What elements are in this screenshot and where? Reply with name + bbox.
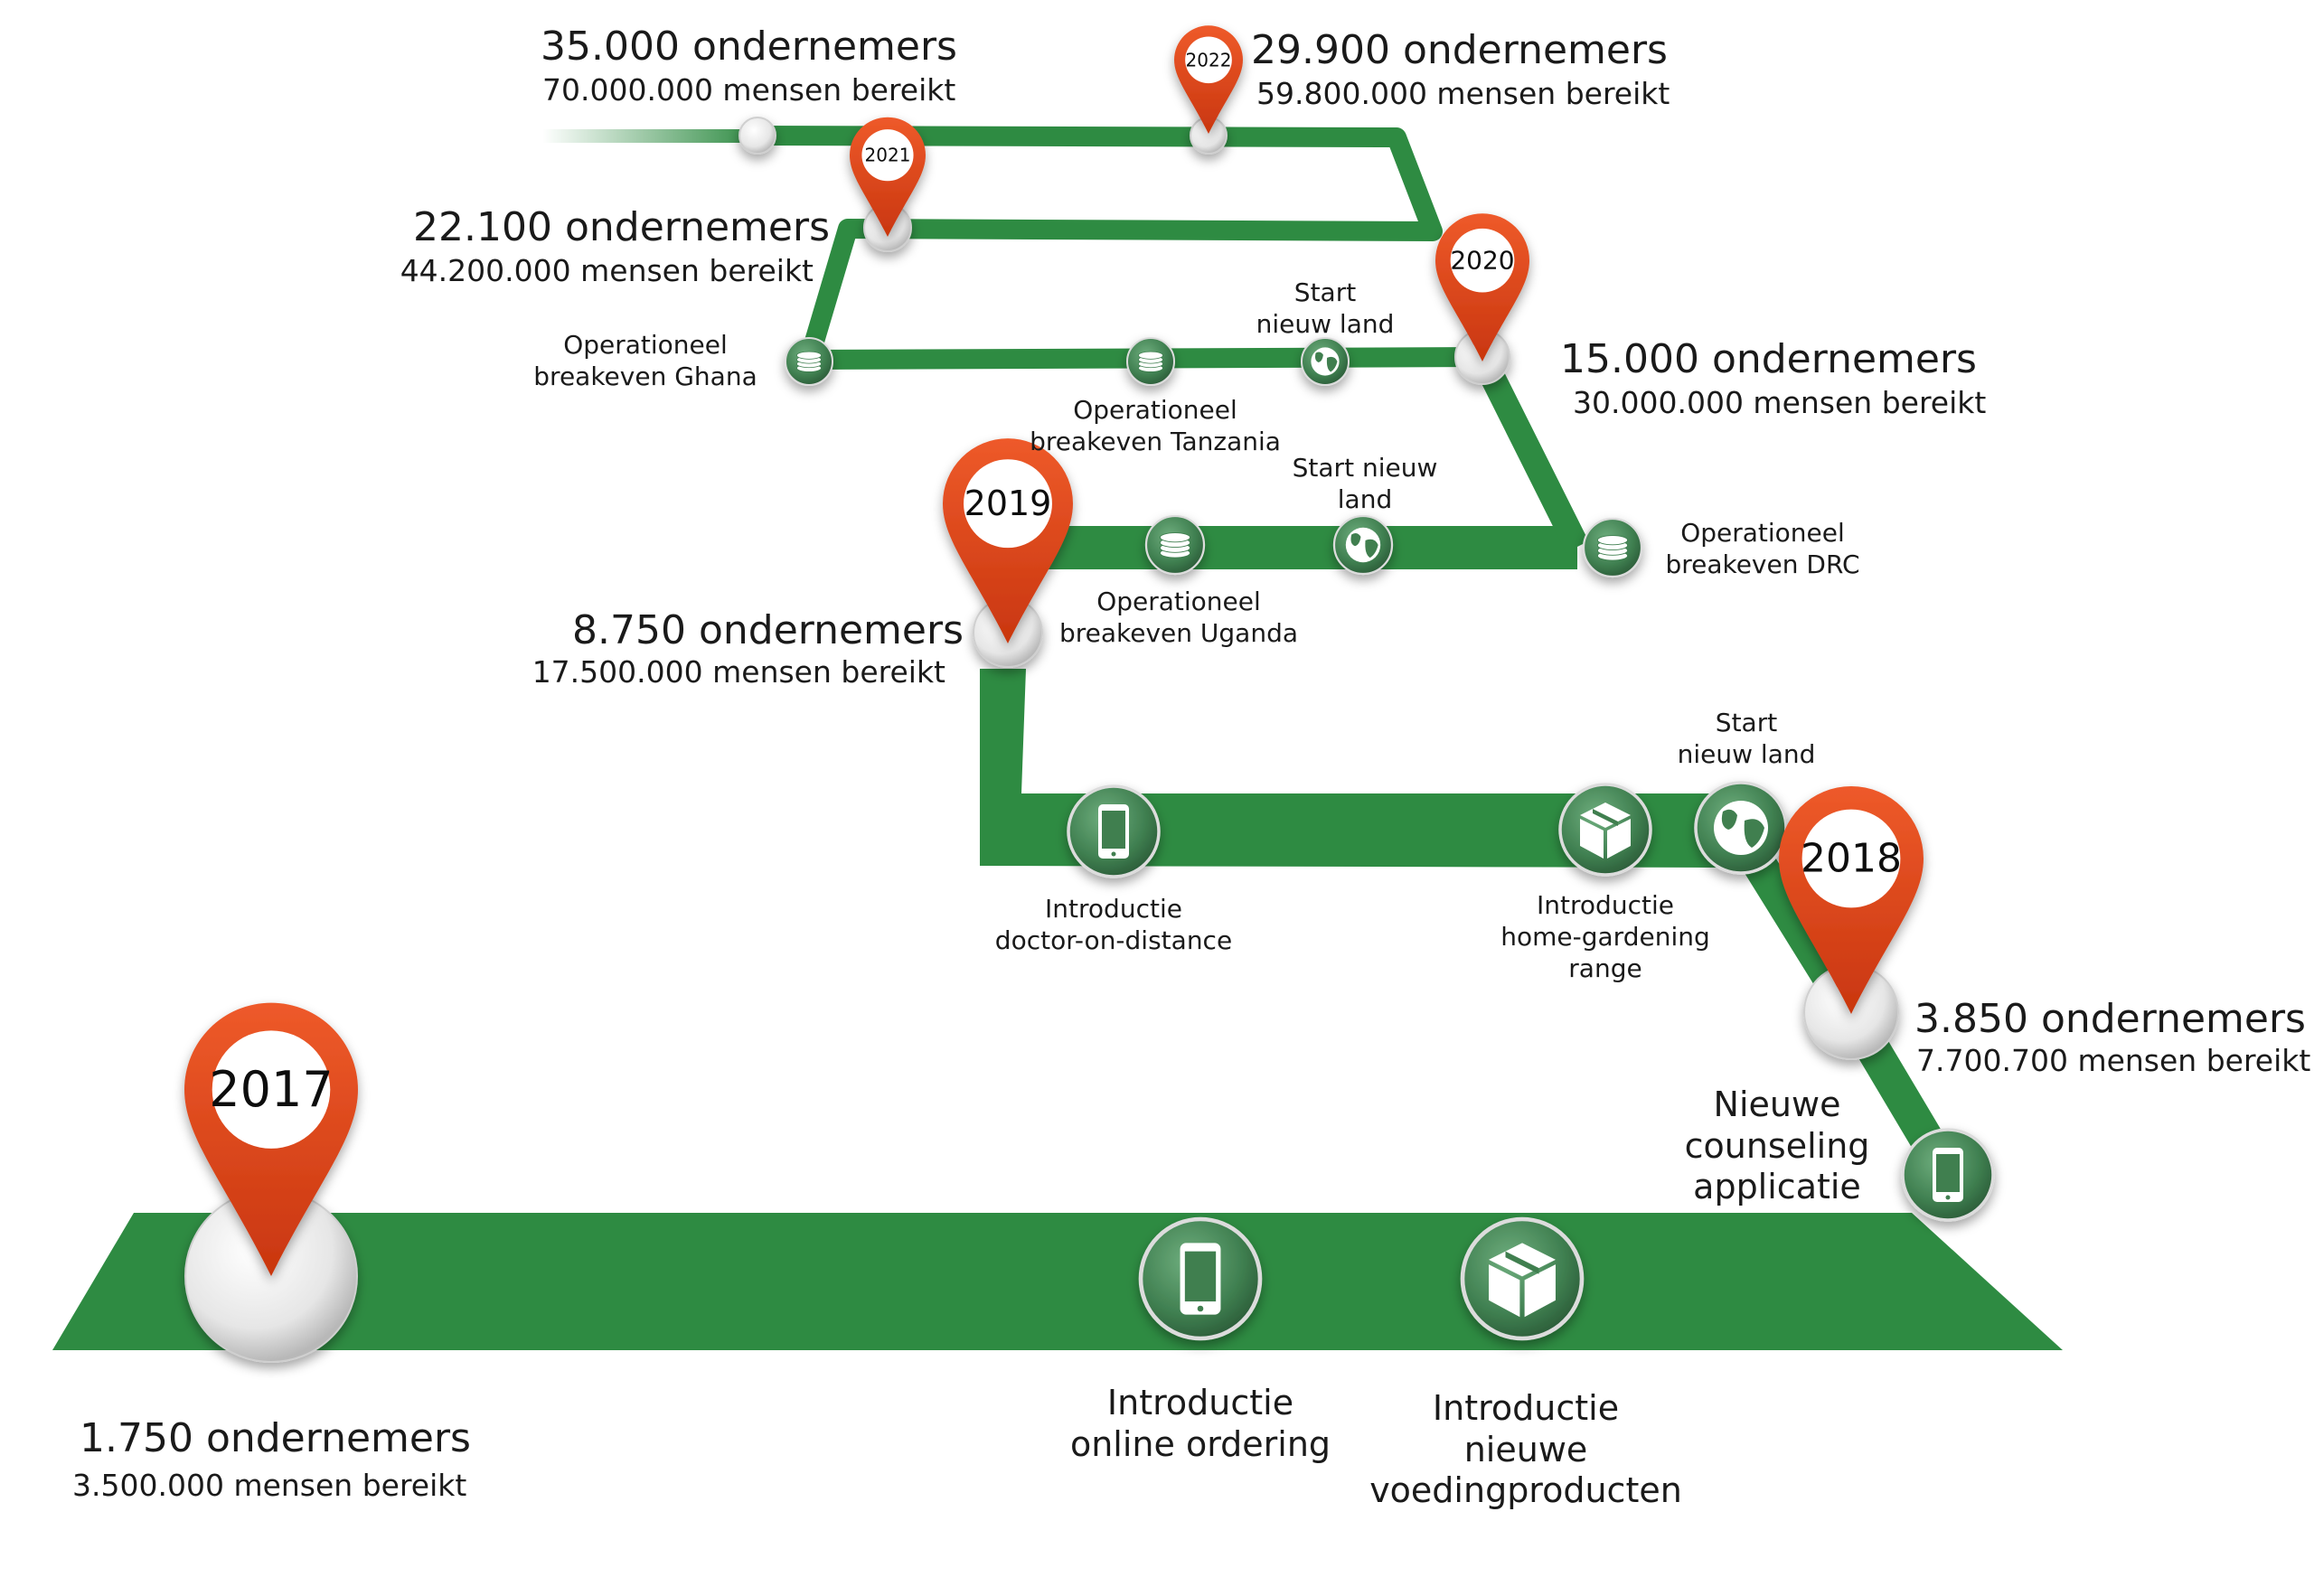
milestone-2022-entrepreneurs: 29.900 ondernemers: [1251, 27, 1668, 73]
year-pin-2018: 2018: [1779, 786, 1924, 1014]
event-new-country-2018-label: Start nieuw land: [1677, 708, 1816, 769]
year-pin-label: 2018: [1801, 836, 1902, 882]
milestone-2017-entrepreneurs: 1.750 ondernemers: [80, 1415, 471, 1461]
box-icon: [1489, 1243, 1556, 1318]
phone-icon: [1180, 1243, 1221, 1315]
event-food-products-label: Introductie nieuwe voedingproducten: [1369, 1388, 1682, 1511]
milestone-2020-entrepreneurs: 15.000 ondernemers: [1560, 336, 1977, 382]
event-node-counseling-app: [1901, 1128, 1995, 1222]
event-breakeven-ghana-label: Operationeel breakeven Ghana: [533, 330, 757, 391]
event-node-doctor-distance: [1067, 784, 1161, 878]
track-band-2018-2019: [980, 669, 1745, 868]
event-breakeven-drc-label: Operationeel breakeven DRC: [1665, 518, 1860, 579]
milestone-2018-entrepreneurs: 3.850 ondernemers: [1914, 996, 2306, 1042]
year-pin-2017: 2017: [184, 1002, 358, 1276]
event-node-new-country-2018: [1694, 781, 1788, 875]
milestone-2022-reached: 59.800.000 mensen bereikt: [1256, 76, 1670, 111]
phone-icon: [1098, 804, 1129, 859]
coins-icon: [1159, 532, 1191, 559]
globe-icon: [1345, 527, 1381, 563]
track-fade-tail: [542, 129, 759, 143]
event-node-home-gardening: [1558, 783, 1652, 877]
year-pin-2021: 2021: [850, 117, 926, 237]
event-new-country-2020-label: Start nieuw land: [1256, 277, 1395, 339]
milestone-nodes: [184, 117, 1899, 1363]
milestone-2020-reached: 30.000.000 mensen bereikt: [1573, 385, 1987, 420]
year-pin-2022: 2022: [1174, 25, 1243, 134]
event-new-country-2019-label: Start nieuw land: [1292, 453, 1438, 514]
coins-icon: [1138, 351, 1163, 372]
milestone-2019-reached: 17.500.000 mensen bereikt: [531, 654, 945, 690]
globe-icon: [1714, 801, 1768, 855]
event-counseling-app-label: Nieuwe counseling applicatie: [1684, 1084, 1870, 1207]
event-home-gardening-label: Introductie home-gardening range: [1500, 890, 1710, 983]
milestone-final-entrepreneurs: 35.000 ondernemers: [541, 23, 957, 70]
milestone-2021-entrepreneurs: 22.100 ondernemers: [413, 204, 830, 250]
year-pin-label: 2020: [1450, 246, 1514, 276]
milestone-final-reached: 70.000.000 mensen bereikt: [542, 72, 956, 108]
event-node-breakeven-tanzania: [1126, 337, 1175, 386]
event-node-breakeven-drc: [1582, 517, 1643, 578]
milestone-2021-reached: 44.200.000 mensen bereikt: [400, 253, 814, 288]
year-pin-label: 2019: [964, 483, 1052, 523]
event-icon-nodes: [785, 337, 1995, 1341]
event-breakeven-tanzania-label: Operationeel breakeven Tanzania: [1030, 395, 1281, 456]
track-band-2019-2020: [1008, 526, 1577, 569]
coins-icon: [1596, 535, 1629, 561]
event-node-breakeven-ghana: [785, 337, 833, 386]
event-node-new-country-2019: [1332, 514, 1394, 576]
milestone-2018-reached: 7.700.700 mensen bereikt: [1916, 1043, 2311, 1078]
box-icon: [1580, 803, 1631, 859]
milestone-node: [738, 117, 776, 155]
coins-icon: [796, 351, 822, 372]
year-pins: 2017 2018 2019 2020 2021 2022: [184, 25, 1924, 1276]
event-doctor-distance-label: Introductie doctor-on-distance: [994, 894, 1233, 955]
event-node-breakeven-uganda: [1144, 514, 1206, 576]
year-pin-label: 2021: [865, 145, 911, 166]
year-pin-label: 2017: [209, 1061, 333, 1118]
event-node-online-ordering: [1138, 1216, 1263, 1341]
event-online-ordering-label: Introductie online ordering: [1069, 1383, 1331, 1464]
track-band-2020-2021: [754, 126, 1483, 370]
year-pin-label: 2022: [1186, 49, 1232, 70]
milestone-2019-entrepreneurs: 8.750 ondernemers: [572, 607, 964, 653]
event-node-new-country-2020: [1301, 337, 1350, 386]
globe-icon: [1311, 347, 1340, 376]
milestone-2017-reached: 3.500.000 mensen bereikt: [72, 1468, 467, 1503]
event-breakeven-uganda-label: Operationeel breakeven Uganda: [1058, 587, 1299, 648]
event-node-food-products: [1460, 1216, 1585, 1341]
track-segment-2020: [1471, 351, 1589, 553]
phone-icon: [1933, 1148, 1963, 1202]
year-pin-2020: 2020: [1435, 213, 1529, 361]
year-pin-2019: 2019: [943, 438, 1074, 643]
